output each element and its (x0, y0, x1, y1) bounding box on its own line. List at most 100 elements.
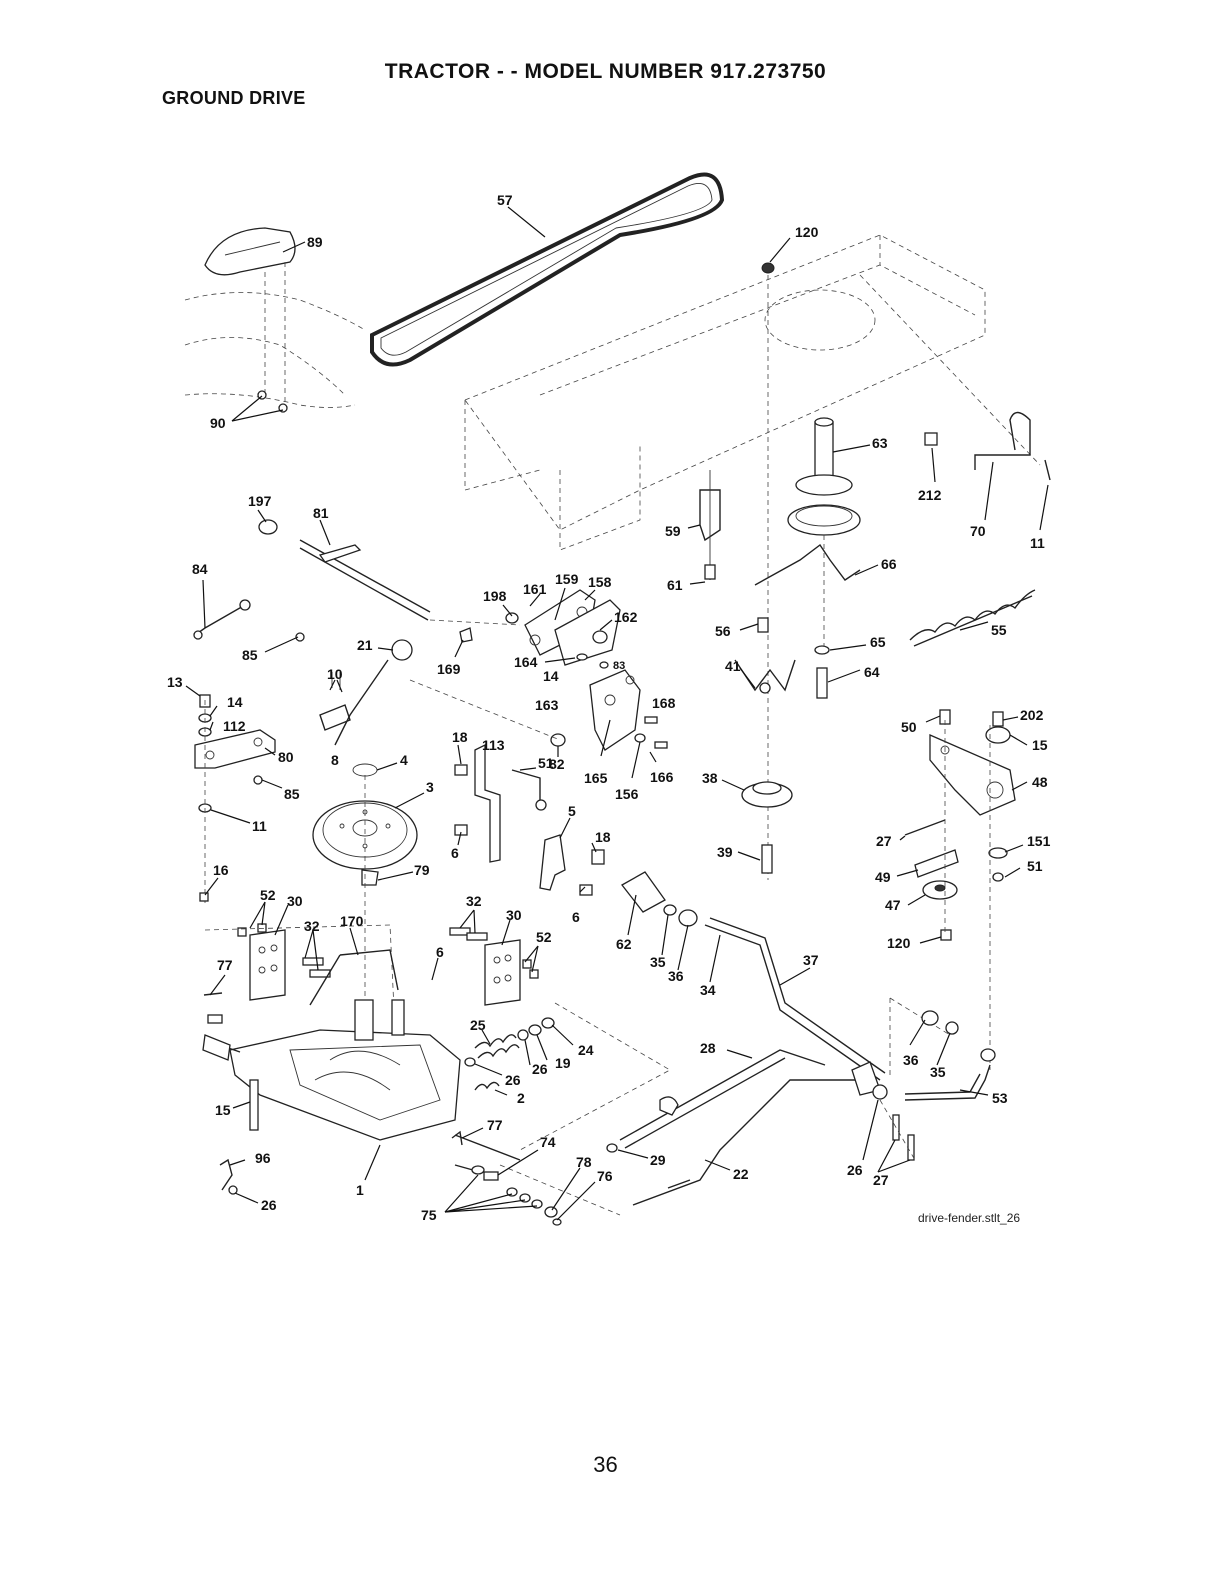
belt-guide-bracket (699, 470, 721, 580)
callout-36: 36 (903, 1052, 919, 1068)
callout-28: 28 (700, 1040, 716, 1056)
callout-16: 16 (213, 862, 229, 878)
callout-35: 35 (930, 1064, 946, 1080)
transaxle (202, 949, 521, 1195)
shift-mount-rod (193, 599, 305, 642)
callout-21: 21 (357, 637, 373, 653)
callout-76: 76 (597, 1168, 613, 1184)
callout-29: 29 (650, 1152, 666, 1168)
callout-55: 55 (991, 622, 1007, 638)
neutral-springs (464, 1002, 671, 1151)
callout-26: 26 (261, 1197, 277, 1213)
clutch-rod (924, 411, 1051, 481)
callout-18: 18 (595, 829, 611, 845)
right-linkage (851, 997, 996, 1161)
callout-30: 30 (287, 893, 303, 909)
callout-50: 50 (901, 719, 917, 735)
callout-120: 120 (887, 935, 911, 951)
callout-89: 89 (307, 234, 323, 250)
callout-39: 39 (717, 844, 733, 860)
callout-66: 66 (881, 556, 897, 572)
callout-164: 164 (514, 654, 538, 670)
callout-159: 159 (555, 571, 579, 587)
callout-52: 52 (536, 929, 552, 945)
callout-74: 74 (540, 1134, 556, 1150)
idler-pulley (741, 781, 793, 874)
callout-49: 49 (875, 869, 891, 885)
page-number: 36 (593, 1452, 618, 1477)
callout-34: 34 (700, 982, 716, 998)
callout-112: 112 (223, 718, 246, 734)
frame-nut (761, 262, 775, 880)
callout-22: 22 (733, 1166, 749, 1182)
callout-161: 161 (523, 581, 547, 597)
callout-32: 32 (466, 893, 482, 909)
callout-3: 3 (426, 779, 434, 795)
callout-62: 62 (616, 936, 632, 952)
transmission-input-pulley (312, 763, 418, 1030)
callout-156: 156 (615, 786, 639, 802)
section-title: GROUND DRIVE (162, 88, 306, 108)
callout-6: 6 (436, 944, 444, 960)
callout-77: 77 (217, 957, 233, 973)
drive-belt (370, 172, 725, 367)
callout-198: 198 (483, 588, 507, 604)
callout-52: 52 (260, 887, 276, 903)
callout-37: 37 (803, 952, 819, 968)
callout-6: 6 (572, 909, 580, 925)
callout-14: 14 (543, 668, 559, 684)
callout-15: 15 (215, 1102, 231, 1118)
callout-64: 64 (864, 664, 880, 680)
callout-56: 56 (715, 623, 731, 639)
callout-77: 77 (487, 1117, 503, 1133)
callout-78: 78 (576, 1154, 592, 1170)
callout-18: 18 (452, 729, 468, 745)
callout-25: 25 (470, 1017, 486, 1033)
shift-rod (258, 519, 431, 621)
shift-mount-bracket (194, 694, 276, 905)
callout-162: 162 (614, 609, 638, 625)
belt-keeper (734, 659, 796, 694)
callout-26: 26 (847, 1162, 863, 1178)
callout-96: 96 (255, 1150, 271, 1166)
callout-85: 85 (284, 786, 300, 802)
callout-166: 166 (650, 769, 674, 785)
callout-158: 158 (588, 574, 612, 590)
callout-53: 53 (992, 1090, 1008, 1106)
leader-lines (185, 206, 1049, 1221)
callout-8: 8 (331, 752, 339, 768)
callout-197: 197 (248, 493, 272, 509)
fender-outline (184, 227, 366, 413)
callout-26: 26 (505, 1072, 521, 1088)
pedal-shaft (621, 871, 886, 1081)
callout-24: 24 (578, 1042, 594, 1058)
callout-83: 83 (613, 660, 625, 672)
page-title: TRACTOR - - MODEL NUMBER 917.273750 (384, 60, 827, 83)
callout-63: 63 (872, 435, 888, 451)
brake-idler-assembly (904, 709, 1016, 1070)
callout-48: 48 (1032, 774, 1048, 790)
tractor-frame (464, 234, 1041, 551)
callout-15: 15 (1032, 737, 1048, 753)
idler-hardware (757, 617, 830, 699)
callout-168: 168 (652, 695, 676, 711)
callout-169: 169 (437, 661, 461, 677)
shift-arm-assembly (409, 589, 668, 751)
callout-170: 170 (340, 913, 364, 929)
callout-85: 85 (242, 647, 258, 663)
extension-spring (909, 589, 1036, 647)
callout-11: 11 (252, 818, 267, 834)
callout-212: 212 (918, 487, 942, 503)
callout-84: 84 (192, 561, 208, 577)
callout-10: 10 (327, 666, 343, 682)
callout-2: 2 (517, 1090, 525, 1106)
callout-75: 75 (421, 1207, 437, 1223)
callout-120: 120 (795, 224, 819, 240)
callout-51: 51 (1027, 858, 1043, 874)
callout-70: 70 (970, 523, 986, 539)
callout-41: 41 (725, 658, 741, 674)
callout-90: 90 (210, 415, 226, 431)
callout-61: 61 (667, 577, 683, 593)
callout-163: 163 (535, 697, 559, 713)
